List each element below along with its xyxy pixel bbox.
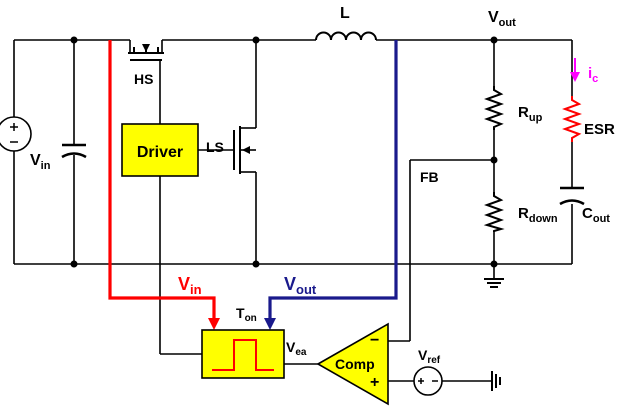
input-capacitor (61, 143, 87, 159)
vref-source (413, 366, 443, 396)
power-wiring (13, 39, 573, 382)
high-side-label: HS (134, 71, 153, 87)
comp-label: Comp (335, 356, 375, 372)
comp-plus-label: + (370, 374, 379, 391)
high-side-mosfet (128, 40, 164, 76)
ground-symbol-main (484, 278, 504, 288)
low-side-label: LS (206, 139, 224, 155)
input-source (0, 116, 32, 152)
comp-minus-label: − (370, 332, 379, 349)
comparator (316, 322, 389, 406)
ton-label: Ton (236, 305, 257, 324)
junction-dots (70, 36, 498, 268)
vout-ctrl-label: Vout (284, 274, 317, 297)
vout-label: Vout (488, 9, 516, 29)
fb-label: FB (420, 169, 439, 185)
low-side-mosfet (233, 116, 257, 174)
vin-label: Vin (30, 152, 51, 172)
ground-symbol-vref (491, 371, 501, 391)
driver-block (121, 123, 199, 177)
driver-label: Driver (137, 144, 183, 161)
vref-label: Vref (418, 347, 441, 366)
ic-label: ic (588, 65, 598, 85)
inductor-label: L (340, 5, 350, 22)
r-down-label: Rdown (518, 205, 558, 225)
c-out-label: Cout (582, 205, 610, 225)
esr-label: ESR (584, 121, 615, 138)
pulse-waveform (212, 339, 274, 371)
esr-resistor (562, 96, 582, 142)
ic-current-arrow (570, 58, 580, 82)
vin-feedforward-path (108, 40, 220, 330)
vout-feedforward-path (264, 40, 398, 330)
output-capacitor (559, 186, 585, 206)
r-up-resistor (484, 86, 504, 130)
vin-ctrl-label: Vin (178, 274, 202, 297)
r-down-resistor (483, 192, 505, 232)
inductor (315, 31, 377, 41)
vea-label: Vea (286, 339, 307, 358)
r-up-label: Rup (518, 104, 543, 124)
